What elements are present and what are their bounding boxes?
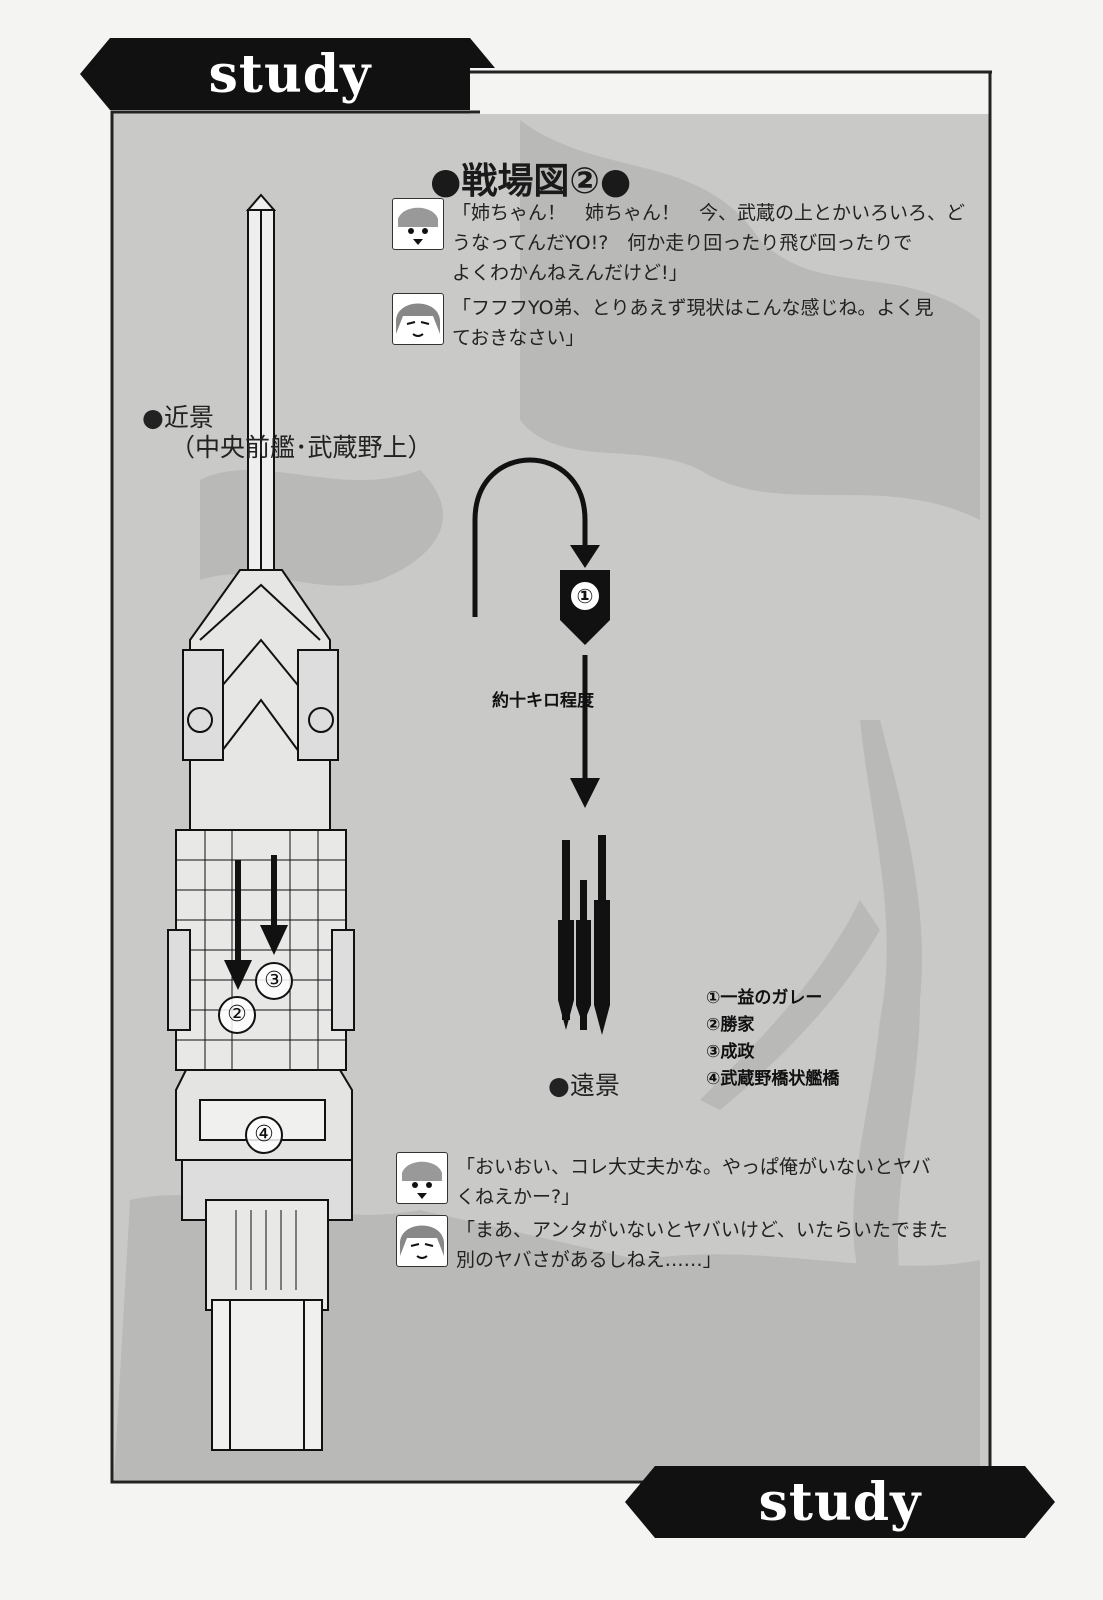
sister-face-icon — [396, 1215, 448, 1267]
sister-face-icon — [392, 293, 444, 345]
dialogue-line: くねえかー?」 — [456, 1186, 581, 1208]
dialogue-sister-top: 「フフフYO弟、とりあえず現状はこんな感じね。よく見 ておきなさい」 — [392, 293, 934, 353]
dialogue-line: うなってんだYO!? 何か走り回ったり飛び回ったりで — [452, 232, 913, 254]
banner-bottom-label: study — [758, 1471, 922, 1533]
near-view-label: ●近景 — [142, 403, 214, 432]
marker-1: ① — [576, 584, 594, 608]
legend-item: ③成政 — [706, 1042, 755, 1062]
banner-top: study — [80, 30, 500, 118]
far-view-label: ●遠景 — [548, 1071, 620, 1100]
marker-3: ③ — [255, 962, 293, 1000]
dialogue-line: ておきなさい」 — [452, 327, 585, 349]
near-ship — [167, 193, 355, 1451]
marker-4: ④ — [245, 1116, 283, 1154]
banner-top-shape — [80, 38, 500, 110]
dialogue-sister-bottom: 「まあ、アンタがいないとヤバいけど、いたらいたでまた 別のヤバさがあるしねえ……… — [396, 1215, 948, 1275]
dialogue-line: 「姉ちゃん！ 姉ちゃん！ 今、武蔵の上とかいろいろ、ど — [452, 202, 966, 224]
legend-item: ④武蔵野橋状艦橋 — [706, 1069, 840, 1089]
near-view-sublabel: （中央前艦･武蔵野上） — [170, 433, 433, 462]
dialogue-line: よくわかんねえんだけど!」 — [452, 262, 688, 284]
legend: ①一益のガレー ②勝家 ③成政 ④武蔵野橋状艦橋 — [706, 985, 839, 1093]
distance-label: 約十キロ程度 — [492, 691, 594, 711]
marker-2: ② — [218, 996, 256, 1034]
brother-face-icon — [392, 198, 444, 250]
dialogue-brother-bottom: 「おいおい、コレ大丈夫かな。やっぱ俺がいないとヤバ くねえかー?」 — [396, 1152, 931, 1212]
banner-bottom-shape — [625, 1466, 1055, 1538]
dialogue-line: 「フフフYO弟、とりあえず現状はこんな感じね。よく見 — [452, 297, 934, 319]
legend-item: ①一益のガレー — [706, 988, 823, 1008]
legend-item: ②勝家 — [706, 1015, 755, 1035]
dialogue-line: 「まあ、アンタがいないとヤバいけど、いたらいたでまた — [456, 1219, 948, 1241]
dialogue-brother-top: 「姉ちゃん！ 姉ちゃん！ 今、武蔵の上とかいろいろ、ど うなってんだYO!? 何… — [392, 198, 965, 288]
near-arrows — [224, 855, 288, 990]
marker-1-shape — [560, 570, 610, 645]
brother-face-icon — [396, 1152, 448, 1204]
banner-top-label: study — [208, 43, 372, 105]
approach-arrowhead — [570, 545, 600, 568]
dialogue-line: 「おいおい、コレ大丈夫かな。やっぱ俺がいないとヤバ — [456, 1156, 931, 1178]
banner-bottom: study — [625, 1458, 1055, 1546]
far-fleet — [558, 835, 610, 1035]
dialogue-line: 別のヤバさがあるしねえ……」 — [456, 1249, 722, 1271]
approach-path — [472, 457, 588, 617]
page-title: ●戦場図②● — [430, 161, 632, 202]
